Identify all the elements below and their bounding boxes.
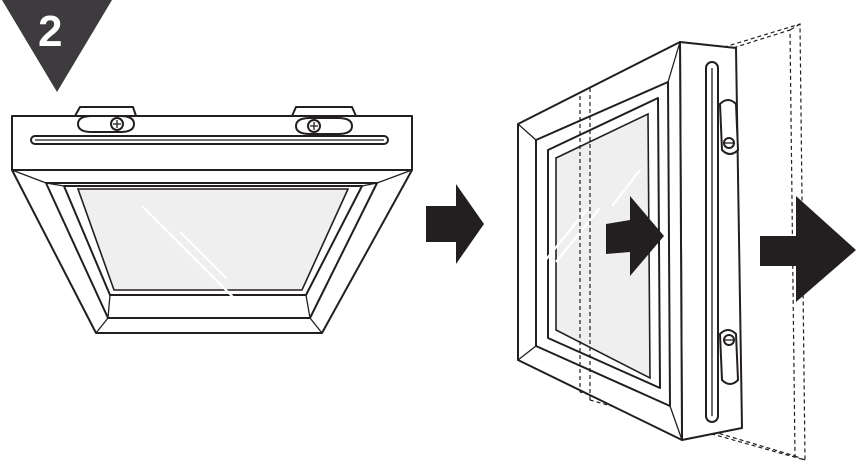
push-arrow-icon	[426, 184, 484, 264]
clip-left	[77, 115, 135, 133]
clip-top	[719, 99, 739, 155]
push-arrow-icon	[760, 196, 856, 302]
frame-bottom-view	[11, 106, 413, 334]
clip-right	[295, 117, 353, 135]
mounting-tab-left	[74, 106, 137, 117]
push-arrow-icon	[606, 196, 664, 276]
step-number: 2	[38, 7, 62, 56]
step-badge: 2	[2, 0, 112, 92]
frame-side-view	[517, 23, 806, 461]
clip-bottom	[719, 329, 739, 385]
mounting-tab-right	[291, 106, 357, 117]
glass-panel	[76, 188, 350, 291]
